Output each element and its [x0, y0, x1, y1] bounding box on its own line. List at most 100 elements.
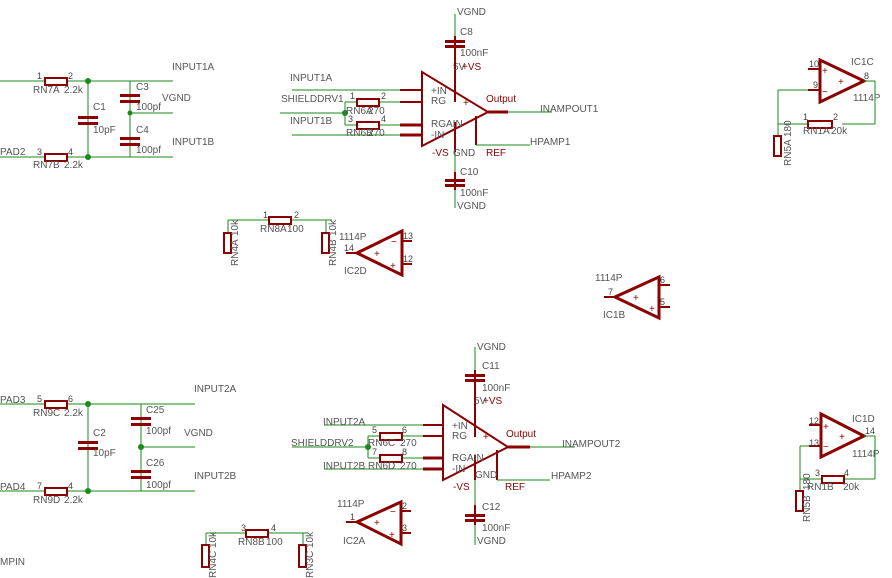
opamp-symbol-ic2a[interactable] — [353, 499, 403, 547]
pin-label: 3 — [241, 523, 246, 533]
part-name: C2 — [93, 428, 106, 439]
opamp-ic1b: + + 7 6 5 1114P IC1B — [595, 273, 670, 321]
resistor-rn5b[interactable] — [795, 490, 804, 512]
part-value: 1114P — [337, 499, 365, 510]
resistor-rn9c[interactable] — [44, 400, 68, 409]
opamp-symbol-ic1d[interactable] — [819, 411, 868, 460]
pin-label: -VS — [453, 482, 470, 493]
part-value: 270 — [368, 128, 385, 139]
part-value: 10k — [328, 219, 339, 236]
pin-label: GND — [475, 470, 497, 481]
pin-label: 6 — [68, 394, 73, 404]
net-label: INPUT2A — [194, 384, 237, 395]
resistor-rn7b[interactable] — [44, 153, 68, 162]
resistor-rn4b[interactable] — [321, 232, 330, 254]
capacitor-c2[interactable] — [78, 441, 98, 444]
pin-label: 5 — [37, 394, 42, 404]
net-label: HPAMP2 — [551, 471, 592, 482]
resistor-rn4c[interactable] — [201, 544, 210, 568]
net-label: PAD4 — [0, 482, 26, 493]
opamp-symbol-ic1c[interactable] — [818, 57, 868, 105]
junction — [85, 488, 91, 494]
pin-label: 5 — [372, 425, 377, 435]
plus-sign: + — [838, 77, 844, 88]
opamp-ic1c: + − + 10 9 8 IC1C 1114P 1 2 RN1A 20k RN5… — [773, 57, 881, 166]
net-label: INAMPOUT1 — [540, 104, 599, 115]
part-name: RN9C — [33, 408, 60, 419]
capacitor-c12[interactable] — [465, 514, 485, 517]
net-label: INPUT1B — [172, 137, 215, 148]
part-value: 100pf — [146, 426, 171, 437]
resistor-rn8a[interactable] — [268, 216, 292, 225]
pin-label: REF — [505, 482, 525, 493]
part-value: 20k — [843, 482, 860, 493]
net-label: 5V — [453, 62, 466, 73]
part-name: IC1D — [852, 414, 875, 425]
part-value: 180 — [802, 473, 813, 490]
part-name: C1 — [93, 102, 106, 113]
part-value: 100pf — [136, 145, 161, 156]
pin-label: 12 — [809, 416, 819, 426]
resistor-rn7a[interactable] — [44, 77, 68, 86]
part-name: RN6A — [346, 106, 373, 117]
pin-label: 4 — [68, 481, 73, 491]
pin-label: -IN — [452, 464, 465, 475]
pin-label: 8 — [864, 71, 869, 81]
junction — [365, 444, 371, 450]
capacitor-c25[interactable] — [131, 417, 151, 420]
capacitor-c26[interactable] — [131, 470, 151, 473]
pin-label: Output — [486, 94, 516, 105]
part-value: 1114P — [853, 93, 881, 104]
part-value: 270 — [368, 106, 385, 117]
plus-sign: + — [649, 304, 655, 315]
resistor-rn6b[interactable] — [356, 121, 380, 130]
part-name: RN7B — [33, 160, 60, 171]
resistor-rn5a[interactable] — [773, 135, 782, 157]
resistor-rn6d[interactable] — [379, 454, 403, 463]
part-name: RN7A — [33, 85, 60, 96]
resistor-rn8b[interactable] — [245, 529, 269, 538]
part-name: C4 — [136, 125, 149, 136]
part-name: RN6B — [346, 128, 373, 139]
pin-label: GND — [453, 148, 475, 159]
part-name: C11 — [482, 361, 500, 372]
junction — [127, 110, 133, 116]
resistor-rn3c[interactable] — [298, 544, 307, 568]
part-name: C8 — [460, 27, 473, 38]
pin-label: 3 — [815, 468, 820, 478]
input-filter-2: PAD3 5 6 RN9C 2.2k PAD4 7 4 RN9D 2.2k C2… — [0, 384, 237, 506]
capacitor-c10[interactable] — [445, 179, 465, 182]
resistor-rn1a[interactable] — [807, 120, 833, 129]
pin-label: 8 — [402, 447, 407, 457]
plus-sign: + — [822, 66, 828, 77]
resistor-rn1b[interactable] — [821, 475, 845, 484]
pin-label: 6 — [660, 275, 665, 285]
plus-sign: + — [633, 293, 639, 304]
resistor-rn6a[interactable] — [356, 98, 380, 107]
resistor-rn4a[interactable] — [223, 232, 232, 254]
capacitor-c1[interactable] — [78, 116, 98, 119]
pin-label: 7 — [37, 481, 42, 491]
pin-label: 3 — [37, 147, 42, 157]
opamp-ic2a: − + + 1 2 3 1114P IC2A — [337, 499, 411, 547]
resistor-rn6c[interactable] — [379, 432, 403, 441]
opamp-symbol-ic1b[interactable] — [611, 274, 661, 321]
resistor-rn9d[interactable] — [44, 487, 68, 496]
net-label: INPUT2B — [194, 471, 237, 482]
pin-label: 13 — [809, 438, 819, 448]
buffer-section-1: 1 2 RN8A 100 RN4A 10k RN4B 10k − + + 14 … — [223, 210, 413, 278]
part-name: RN8B — [238, 537, 265, 548]
capacitor-c8[interactable] — [445, 40, 465, 43]
capacitor-c4[interactable] — [120, 137, 140, 140]
plus-sign: + — [374, 518, 380, 529]
net-label: VGND — [477, 342, 506, 353]
net-label: SHIELDDRV2 — [291, 438, 354, 449]
opamp-symbol-ic2d[interactable] — [353, 228, 404, 278]
part-value: 100nF — [460, 188, 488, 199]
capacitor-c3[interactable] — [120, 94, 140, 97]
capacitor-c11[interactable] — [465, 374, 485, 377]
net-label: INPUT1A — [172, 62, 215, 73]
part-name: RN1B — [807, 482, 834, 493]
pin-label: 6 — [402, 425, 407, 435]
